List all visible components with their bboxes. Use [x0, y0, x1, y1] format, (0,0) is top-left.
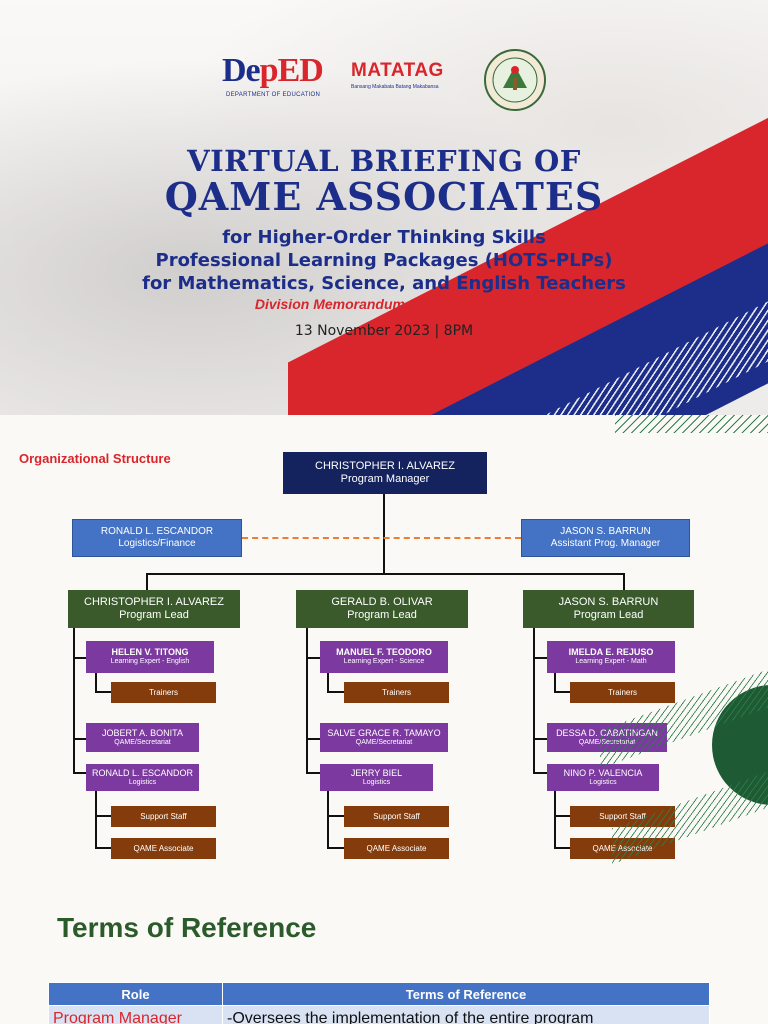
hatch-decoration	[615, 415, 768, 433]
connector-line	[146, 573, 148, 590]
event-date: 13 November 2023 | 8PM	[294, 323, 474, 339]
banner-subtitle-line2: Professional Learning Packages (HOTS-PLP…	[155, 250, 613, 271]
table-row: Program Manager -Oversees the implementa…	[48, 1005, 710, 1024]
deped-logo: DepED DEPARTMENT OF EDUCATION	[222, 52, 324, 98]
logistics-box: JERRY BIEL Logistics	[320, 764, 433, 791]
terms-cell: -Oversees the implementation of the enti…	[222, 1005, 710, 1024]
event-banner: DepED DEPARTMENT OF EDUCATION MATATAG Ba…	[0, 0, 768, 415]
banner-title-line1: VIRTUAL BRIEFING OF	[187, 144, 581, 178]
org-chart-title: Organizational Structure	[19, 451, 171, 466]
support-staff-box: Support Staff	[111, 806, 216, 827]
table-header-row: Role Terms of Reference	[48, 982, 710, 1006]
secretariat-box: SALVE GRACE R. TAMAYO QAME/Secretariat	[320, 723, 448, 752]
qame-associate-box: QAME Associate	[344, 838, 449, 859]
division-seal-icon	[484, 49, 546, 111]
learning-expert-box: HELEN V. TITONG Learning Expert - Englis…	[86, 641, 214, 673]
terms-table: Role Terms of Reference Program Manager …	[48, 982, 710, 1024]
banner-title-line2: QAME ASSOCIATES	[164, 174, 604, 219]
secretariat-box: JOBERT A. BONITA QAME/Secretariat	[86, 723, 199, 752]
qame-associate-box: QAME Associate	[111, 838, 216, 859]
program-manager-box: CHRISTOPHER I. ALVAREZ Program Manager	[283, 452, 487, 494]
support-staff-box: Support Staff	[344, 806, 449, 827]
terms-of-reference-heading: Terms of Reference	[57, 912, 317, 943]
column-header-role: Role	[48, 982, 223, 1006]
logistics-box: NINO P. VALENCIA Logistics	[547, 764, 659, 791]
program-lead-box: GERALD B. OLIVAR Program Lead	[296, 590, 468, 628]
dashed-connector	[242, 537, 521, 539]
trainers-box: Trainers	[344, 682, 449, 703]
trainers-box: Trainers	[111, 682, 216, 703]
connector-line	[383, 494, 385, 574]
logo-row: DepED DEPARTMENT OF EDUCATION MATATAG Ba…	[0, 48, 768, 111]
learning-expert-box: IMELDA E. REJUSO Learning Expert - Math	[547, 641, 675, 673]
column-header-terms: Terms of Reference	[222, 982, 710, 1006]
program-lead-box: CHRISTOPHER I. ALVAREZ Program Lead	[68, 590, 240, 628]
role-cell: Program Manager	[48, 1005, 223, 1024]
memorandum-reference: Division Memorandum No. 382, s. 2023	[254, 296, 514, 312]
connector-line	[146, 573, 624, 575]
connector-line	[623, 573, 625, 590]
logistics-box: RONALD L. ESCANDOR Logistics	[86, 764, 199, 791]
banner-subtitle-line3: for Mathematics, Science, and English Te…	[142, 273, 626, 294]
learning-expert-box: MANUEL F. TEODORO Learning Expert - Scie…	[320, 641, 448, 673]
trainers-box: Trainers	[570, 682, 675, 703]
matatag-logo: MATATAG Bansang Makabata Batang Makabans…	[351, 60, 444, 90]
logistics-finance-box: RONALD L. ESCANDOR Logistics/Finance	[72, 519, 242, 557]
program-lead-box: JASON S. BARRUN Program Lead	[523, 590, 694, 628]
assistant-manager-box: JASON S. BARRUN Assistant Prog. Manager	[521, 519, 690, 557]
banner-subtitle-line1: for Higher-Order Thinking Skills	[222, 227, 546, 248]
